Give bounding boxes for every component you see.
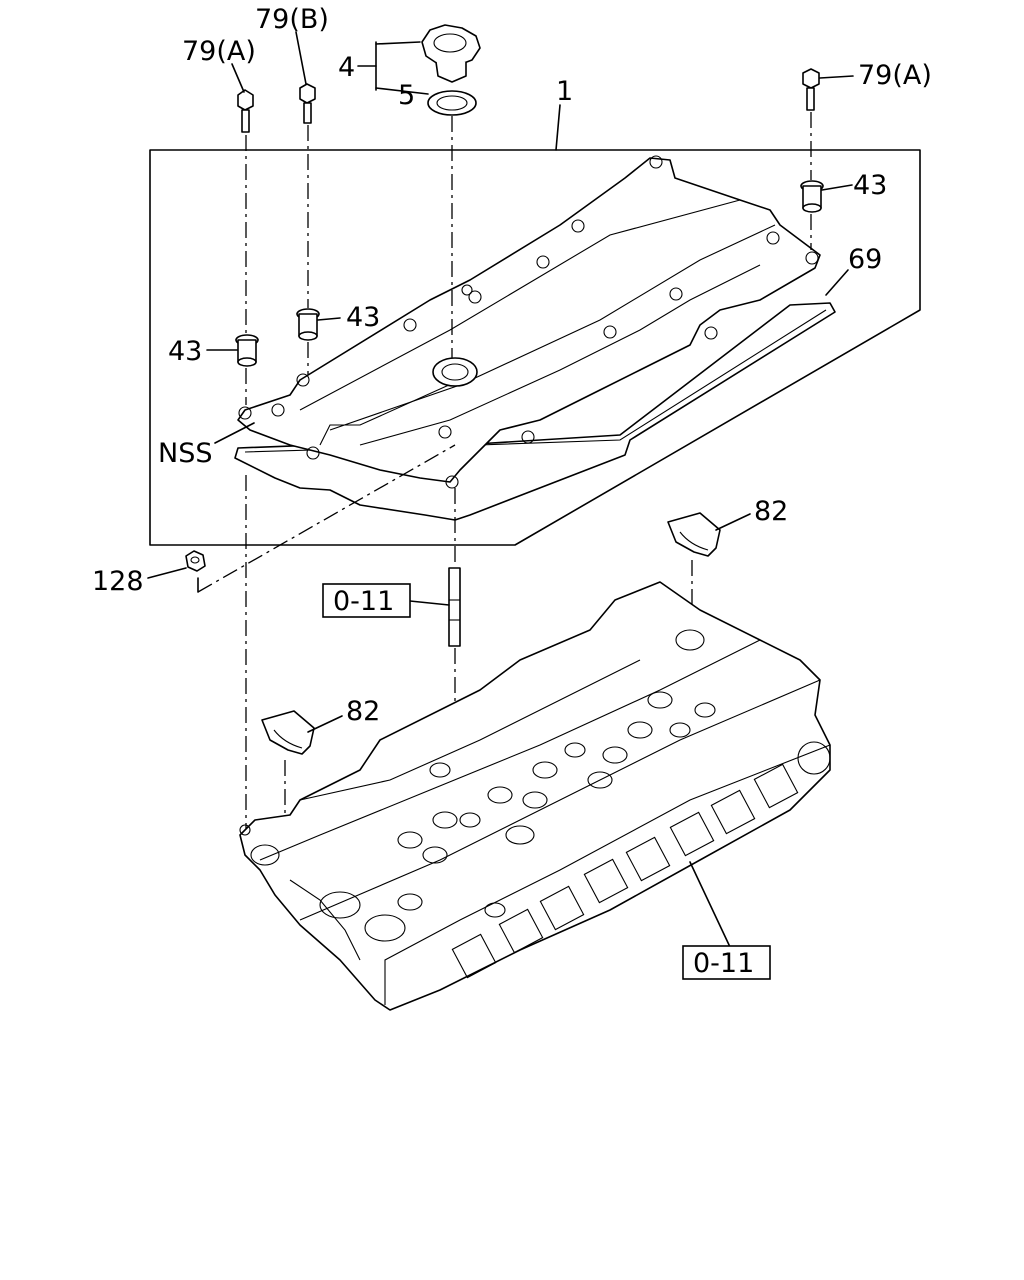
callout-43-center: 43 (346, 302, 380, 333)
callout-43-right: 43 (853, 170, 887, 201)
cover-ridge-1 (299, 199, 741, 411)
cylinder-head-cover (237, 157, 821, 483)
oil-filler-neck-inner (441, 363, 469, 381)
grommet-43-left (235, 334, 259, 367)
callout-4: 4 (338, 52, 355, 83)
bolt-79a-right (802, 68, 820, 111)
reference-box-head: 0-11 (682, 945, 771, 980)
callout-79b: 79(B) (255, 4, 329, 35)
callout-1: 1 (556, 76, 573, 107)
bolt-79a-left (237, 89, 254, 133)
callout-leaders (147, 31, 854, 948)
nut-128-centerline (197, 444, 456, 593)
stud (448, 567, 461, 647)
callout-82-right: 82 (754, 496, 788, 527)
callout-82-left: 82 (346, 696, 380, 727)
svg-text:0-11: 0-11 (333, 586, 394, 617)
oil-filler-cap (421, 24, 481, 83)
callout-43-left: 43 (168, 336, 202, 367)
cover-bolt-bosses (238, 155, 819, 489)
callout-128: 128 (92, 566, 144, 597)
callout-79a-left: 79(A) (182, 36, 256, 67)
callout-79a-right: 79(A) (858, 60, 932, 91)
cover-ridge-4 (319, 379, 461, 446)
svg-text:0-11: 0-11 (693, 948, 754, 979)
reference-box-stud: 0-11 (322, 583, 411, 618)
assembly-enclosure-outline (149, 149, 921, 546)
grommet-43-center (296, 308, 320, 341)
cover-ridge-3 (359, 264, 761, 446)
nut-128 (185, 550, 206, 572)
callout-nss: NSS (158, 438, 212, 469)
cylinder-head-side-ports (451, 741, 831, 979)
oil-cap-seal-ring (427, 90, 477, 116)
cylinder-head-ports-and-holes (239, 629, 716, 942)
bolt-79b (299, 83, 316, 124)
callout-leader-1 (555, 104, 561, 151)
cylinder-head (239, 581, 831, 1011)
callout-5: 5 (398, 80, 415, 111)
cam-cap-82-right (667, 512, 721, 557)
cam-cap-82-left (261, 710, 315, 755)
grommet-43-right (800, 180, 824, 213)
oil-filler-neck (432, 357, 478, 387)
callout-69: 69 (848, 244, 882, 275)
